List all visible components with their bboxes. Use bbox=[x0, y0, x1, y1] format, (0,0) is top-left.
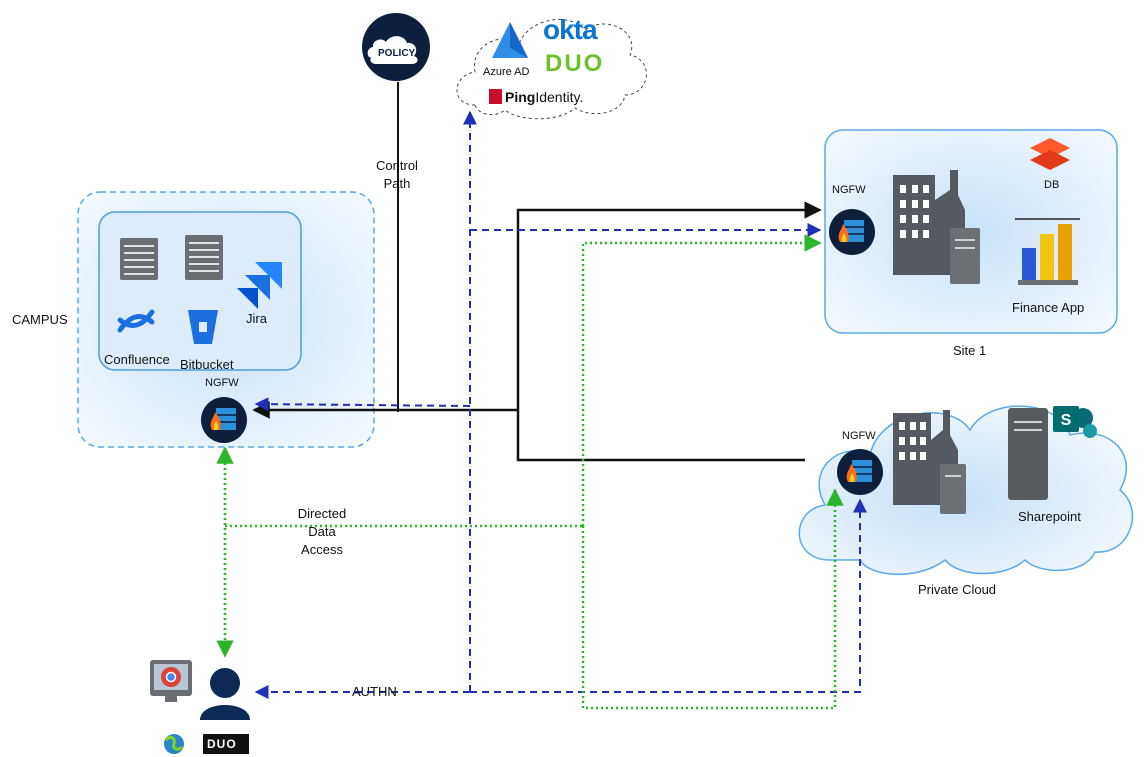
sharepoint-label: Sharepoint bbox=[1018, 509, 1081, 524]
site1-label: Site 1 bbox=[953, 343, 987, 358]
ping-identity-label: PingIdentity. bbox=[505, 89, 583, 105]
globe-icon bbox=[164, 734, 184, 754]
directed-data-access-label: Directed Data Access bbox=[297, 506, 347, 557]
db-icon bbox=[1030, 138, 1070, 170]
desktop-chrome-icon bbox=[150, 660, 192, 702]
finance-app-label: Finance App bbox=[1012, 300, 1085, 315]
private-control-line bbox=[516, 410, 805, 462]
ping-identity-logo-icon bbox=[489, 89, 502, 104]
jira-icon bbox=[237, 262, 282, 309]
sharepoint-server-icon bbox=[1008, 408, 1048, 500]
azure-ad-label: Azure AD bbox=[483, 66, 530, 78]
authn-to-private-line bbox=[470, 498, 867, 693]
data-access-private-line bbox=[581, 488, 844, 710]
data-access-site1-line bbox=[581, 234, 822, 526]
svg-text:S: S bbox=[1061, 412, 1072, 429]
site1-ngfw-label: NGFW bbox=[832, 184, 866, 196]
private-ngfw-icon bbox=[837, 449, 883, 495]
azure-ad-icon bbox=[492, 22, 528, 58]
confluence-icon bbox=[117, 309, 155, 333]
ping-identity-rest: Identity. bbox=[535, 89, 584, 105]
server-tower-icon bbox=[950, 228, 980, 284]
duo-user-badge bbox=[203, 734, 249, 754]
server-tower-icon bbox=[940, 464, 966, 514]
bitbucket-icon bbox=[188, 310, 218, 344]
finance-app-icon bbox=[1015, 218, 1080, 285]
campus-label: CAMPUS bbox=[12, 312, 68, 327]
policy-icon bbox=[362, 13, 430, 81]
private-ngfw-label: NGFW bbox=[842, 430, 876, 442]
campus-ngfw-label: NGFW bbox=[205, 377, 239, 389]
duo-label: DUO bbox=[545, 50, 605, 77]
authn-label: AUTHN bbox=[352, 684, 397, 699]
site1-control-line bbox=[516, 201, 822, 410]
campus-ngfw-icon bbox=[201, 397, 247, 443]
control-path-label: Control Path bbox=[376, 158, 418, 191]
confluence-label: Confluence bbox=[104, 352, 170, 367]
policy-label: POLICY bbox=[378, 48, 416, 59]
duo-user-label: DUO bbox=[207, 737, 237, 751]
ping-identity-bold: Ping bbox=[505, 89, 536, 105]
jira-label: Jira bbox=[246, 311, 267, 326]
user-icon bbox=[200, 668, 250, 720]
bitbucket-label: Bitbucket bbox=[180, 357, 234, 372]
private-cloud-label: Private Cloud bbox=[918, 582, 997, 597]
sharepoint-logo-icon: S bbox=[1053, 406, 1097, 438]
site1-ngfw-icon bbox=[829, 209, 875, 255]
okta-label: okta bbox=[543, 14, 598, 45]
db-label: DB bbox=[1044, 179, 1060, 191]
